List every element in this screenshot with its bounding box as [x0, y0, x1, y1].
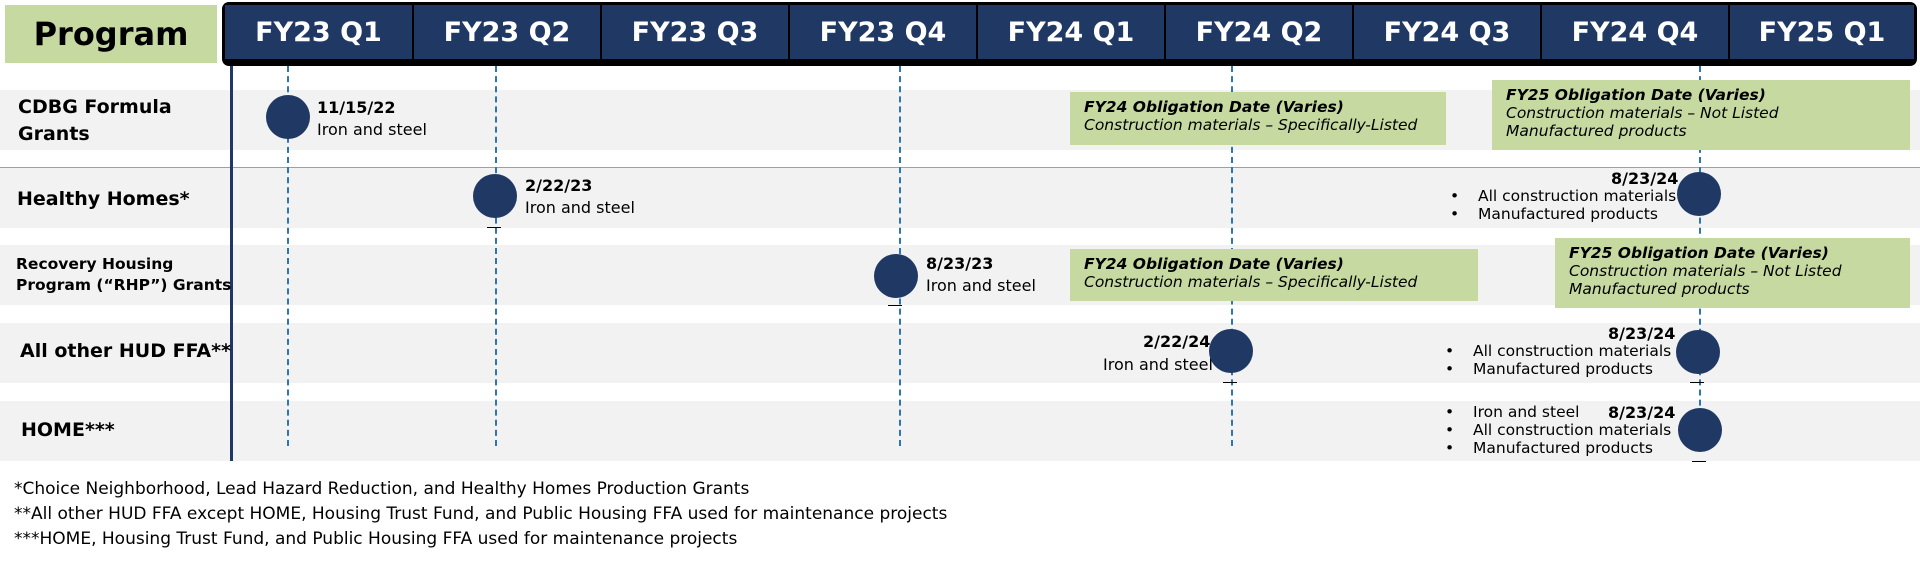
footnote-1: *Choice Neighborhood, Lead Hazard Reduct…: [14, 479, 750, 499]
box-line: Construction materials – Not Listed: [1569, 262, 1842, 280]
quarter-fy24-q2: FY24 Q2: [1166, 5, 1352, 59]
quarter-fy24-q4: FY24 Q4: [1542, 5, 1728, 59]
milestone-marker: [1677, 172, 1721, 216]
event-date: 8/23/23: [926, 254, 994, 273]
row-label-rhp: Recovery Housing Program (“RHP”) Grants: [16, 254, 231, 296]
list-item: All construction materials: [1445, 421, 1671, 439]
event-date: 8/23/24: [1611, 169, 1679, 188]
event-text: Iron and steel: [525, 198, 635, 217]
list-item: Manufactured products: [1445, 439, 1671, 457]
quarter-fy23-q2: FY23 Q2: [414, 5, 600, 59]
milestone-marker: [1209, 329, 1253, 373]
milestone-line-fy23-q2: [495, 66, 497, 446]
requirements-list: All construction materials Manufactured …: [1445, 342, 1671, 378]
row-label-cdbg: CDBG Formula Grants: [18, 96, 172, 145]
event-date: 8/23/24: [1608, 403, 1676, 422]
list-item: All construction materials: [1450, 187, 1676, 205]
quarter-fy24-q3: FY24 Q3: [1354, 5, 1540, 59]
box-line: Construction materials – Specifically-Li…: [1084, 273, 1418, 291]
fy24-obligation-box: FY24 Obligation Date (Varies) Constructi…: [1070, 249, 1478, 301]
event-text: Iron and steel: [926, 276, 1036, 295]
event-text: Iron and steel: [317, 120, 427, 139]
row-label-rhp-line2: Program (“RHP”) Grants: [16, 276, 232, 294]
row-label-home: HOME***: [21, 419, 115, 441]
marker-tick: [487, 227, 501, 228]
box-line: Construction materials – Not Listed: [1506, 104, 1779, 122]
box-line: Manufactured products: [1569, 280, 1750, 298]
fy25-obligation-box: FY25 Obligation Date (Varies) Constructi…: [1492, 80, 1910, 150]
event-date: 8/23/24: [1608, 324, 1676, 343]
milestone-marker: [874, 254, 918, 298]
list-item: Manufactured products: [1445, 360, 1671, 378]
box-line: Manufactured products: [1506, 122, 1687, 140]
fy25-obligation-box: FY25 Obligation Date (Varies) Constructi…: [1555, 238, 1910, 308]
event-date: 11/15/22: [317, 98, 396, 117]
milestone-marker: [1676, 330, 1720, 374]
list-item: All construction materials: [1445, 342, 1671, 360]
fy24-obligation-box: FY24 Obligation Date (Varies) Constructi…: [1070, 92, 1446, 145]
row-separator: [0, 167, 1920, 168]
timeline-axis: [230, 66, 233, 461]
requirements-list: Iron and steel All construction material…: [1445, 403, 1671, 457]
box-title: FY25 Obligation Date (Varies): [1569, 244, 1829, 262]
list-item: Manufactured products: [1450, 205, 1676, 223]
milestone-marker: [1678, 408, 1722, 452]
quarter-fy23-q1: FY23 Q1: [225, 5, 412, 59]
event-text: Iron and steel: [1103, 355, 1213, 374]
list-item: Iron and steel: [1445, 403, 1671, 421]
quarter-fy23-q3: FY23 Q3: [602, 5, 788, 59]
quarter-fy25-q1: FY25 Q1: [1730, 5, 1914, 59]
row-label-rhp-line1: Recovery Housing: [16, 255, 174, 273]
marker-tick: [1223, 382, 1237, 383]
marker-tick: [1692, 461, 1706, 462]
marker-tick: [1690, 382, 1704, 383]
row-label-all-other: All other HUD FFA**: [20, 340, 231, 362]
box-line: Construction materials – Specifically-Li…: [1084, 116, 1418, 134]
quarter-fy23-q4: FY23 Q4: [790, 5, 976, 59]
footnote-2: **All other HUD FFA except HOME, Housing…: [14, 504, 948, 524]
box-title: FY24 Obligation Date (Varies): [1084, 255, 1344, 273]
box-title: FY24 Obligation Date (Varies): [1084, 98, 1344, 116]
milestone-marker: [473, 174, 517, 218]
requirements-list: All construction materials Manufactured …: [1450, 187, 1676, 223]
box-title: FY25 Obligation Date (Varies): [1506, 86, 1766, 104]
event-date: 2/22/24: [1143, 332, 1211, 351]
marker-tick: [888, 305, 902, 306]
milestone-marker: [266, 95, 310, 139]
row-label-healthy-homes: Healthy Homes*: [17, 188, 190, 210]
footnote-3: ***HOME, Housing Trust Fund, and Public …: [14, 529, 738, 549]
milestone-line-fy23-q1: [287, 66, 289, 446]
quarter-fy24-q1: FY24 Q1: [978, 5, 1164, 59]
program-column-header: Program: [5, 5, 217, 63]
event-date: 2/22/23: [525, 176, 593, 195]
